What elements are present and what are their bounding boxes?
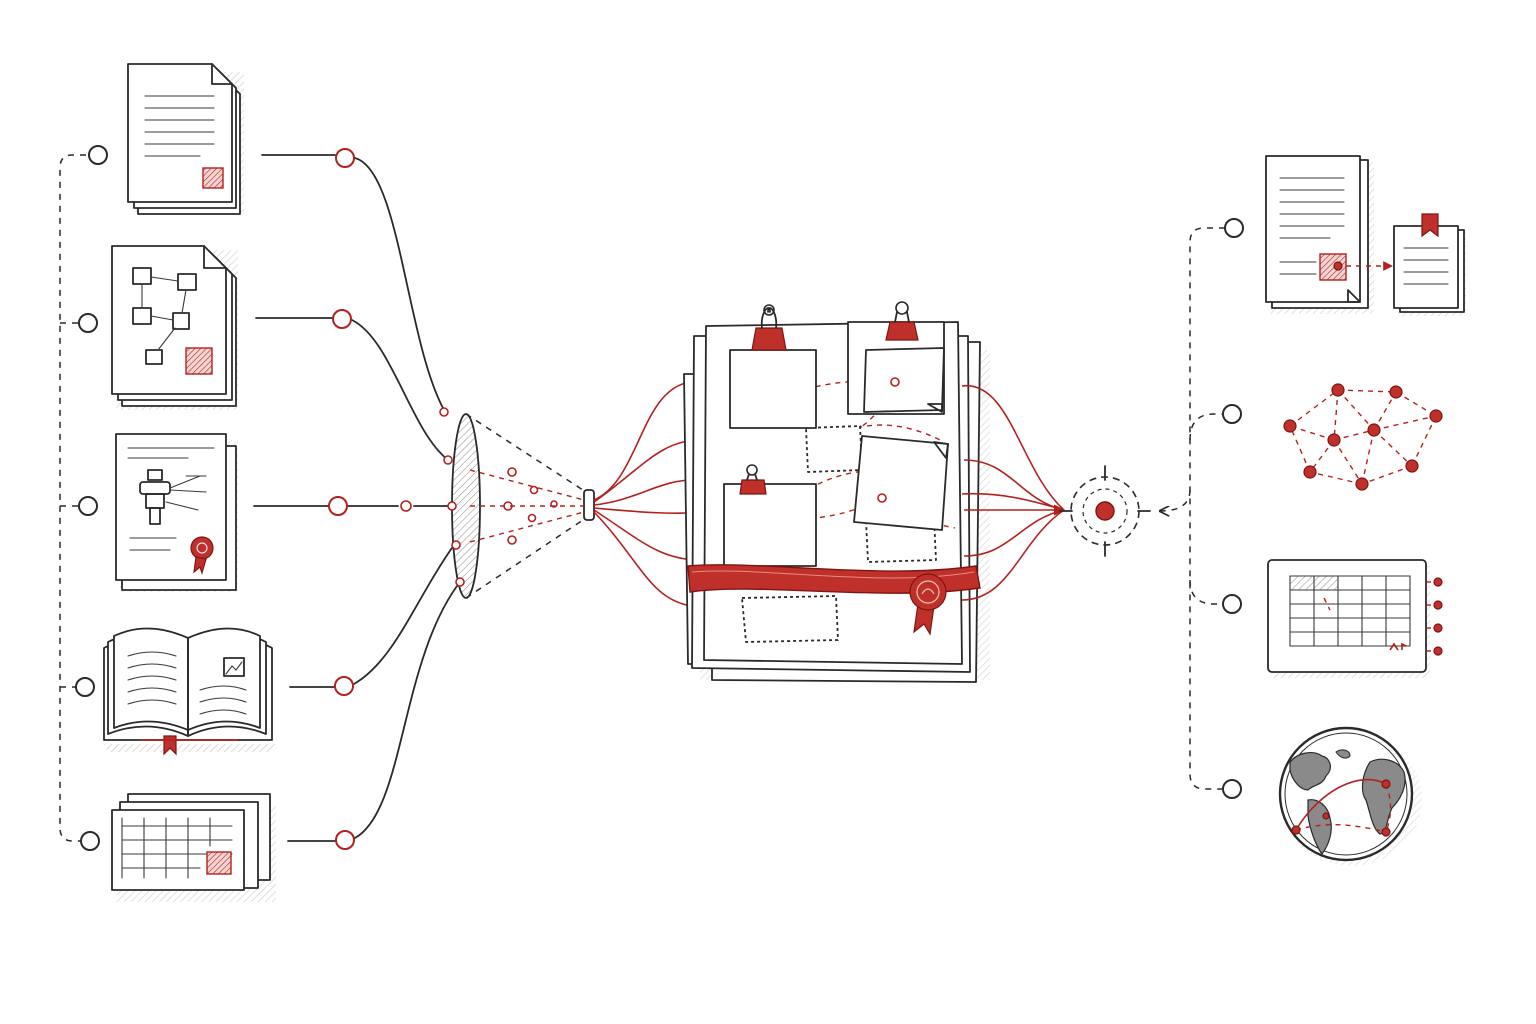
- output-node-1: [1224, 218, 1244, 238]
- wax-seal-icon: [909, 573, 947, 636]
- output-node-3: [1222, 594, 1242, 614]
- bus-node-5: [80, 831, 100, 851]
- bus-node-4: [75, 677, 95, 697]
- target-icon: [1059, 465, 1151, 557]
- output-node-2: [1222, 404, 1242, 424]
- source-connectors: [253, 148, 461, 850]
- binder-clip-icon: [751, 304, 787, 351]
- connector-node-3: [328, 496, 348, 516]
- connector-node-5: [335, 830, 355, 850]
- data-table-icon: [1267, 559, 1443, 678]
- board-to-target-lines: [961, 385, 1066, 601]
- connector-node-2: [332, 309, 352, 329]
- connector-node-1: [335, 148, 355, 168]
- right-dashed-bus: [1160, 218, 1244, 799]
- evidence-board-icon: [683, 301, 990, 683]
- document-stack-icon: [127, 63, 244, 215]
- bus-node-1: [88, 145, 108, 165]
- technical-drawing-icon: [115, 433, 238, 592]
- cited-document-icon: [1265, 155, 1466, 316]
- connector-node-4: [334, 676, 354, 696]
- open-book-icon: [103, 627, 276, 756]
- bus-node-3: [78, 496, 98, 516]
- red-stamp-icon: [202, 167, 224, 189]
- wax-seal-icon: [190, 536, 214, 560]
- note-card-1: [729, 349, 817, 429]
- left-dashed-bus: [59, 145, 108, 851]
- funnel-icon: [439, 407, 595, 599]
- binder-clip-icon: [739, 464, 767, 495]
- bus-node-2: [78, 313, 98, 333]
- output-node-4: [1222, 779, 1242, 799]
- spreadsheet-stack-icon: [111, 793, 276, 902]
- note-card-3: [723, 483, 817, 567]
- note-card-4: [853, 435, 949, 531]
- diagram-document-icon: [111, 245, 238, 410]
- network-graph-icon: [1283, 383, 1443, 491]
- globe-icon: [1278, 726, 1422, 866]
- binder-clip-icon: [885, 301, 919, 341]
